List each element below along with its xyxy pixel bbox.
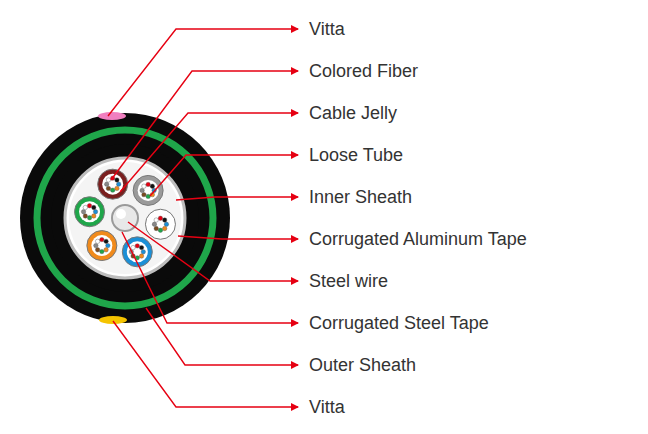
loose-tube <box>98 169 128 199</box>
colored-fiber <box>158 228 162 232</box>
cable-jelly <box>150 214 171 235</box>
colored-fiber <box>142 184 146 188</box>
colored-fiber <box>94 243 98 247</box>
leader-lines <box>108 29 298 407</box>
colored-fiber <box>139 254 143 258</box>
cable-jelly <box>127 241 148 262</box>
corrugated-steel-tape <box>37 130 213 306</box>
colored-fiber <box>146 182 150 186</box>
colored-fiber <box>87 204 91 208</box>
part-label: Steel wire <box>309 271 388 291</box>
colored-fiber <box>104 182 108 186</box>
colored-fiber <box>115 186 119 190</box>
colored-fiber <box>104 239 108 243</box>
colored-fiber <box>141 250 145 254</box>
colored-fiber <box>131 245 135 249</box>
colored-fiber <box>106 186 110 190</box>
part-label: Cable Jelly <box>309 103 397 123</box>
colored-fiber <box>104 248 108 252</box>
colored-fiber <box>106 178 110 182</box>
part-label: Colored Fiber <box>309 61 418 81</box>
part-label: Vitta <box>309 19 345 39</box>
colored-fiber <box>164 222 168 226</box>
colored-fiber <box>116 182 120 186</box>
colored-fiber <box>92 205 96 209</box>
colored-fiber <box>100 249 104 253</box>
loose-tube <box>75 197 105 227</box>
colored-fiber <box>93 210 97 214</box>
loose-tube <box>87 231 117 261</box>
colored-fiber <box>146 194 150 198</box>
colored-fiber <box>87 216 91 220</box>
colored-fiber <box>154 226 158 230</box>
part-label: Vitta <box>309 397 345 417</box>
colored-fiber <box>92 214 96 218</box>
colored-fiber <box>139 245 143 249</box>
part-label: Inner Sheath <box>309 187 412 207</box>
colored-fiber <box>158 216 162 220</box>
colored-fiber <box>81 210 85 214</box>
colored-fiber <box>83 214 87 218</box>
cable-jelly <box>91 235 112 256</box>
outer-sheath <box>20 113 230 323</box>
colored-fiber <box>154 218 158 222</box>
colored-fiber <box>83 205 87 209</box>
colored-fiber <box>95 239 99 243</box>
part-label: Loose Tube <box>309 145 403 165</box>
loose-tube <box>145 209 175 239</box>
vitta-pink <box>98 112 126 120</box>
cable-jelly <box>79 201 100 222</box>
colored-fiber <box>100 237 104 241</box>
colored-fiber <box>106 243 110 247</box>
steel-wire-shine <box>116 209 126 219</box>
colored-fiber <box>152 222 156 226</box>
colored-fiber <box>150 184 154 188</box>
colored-fiber <box>162 218 166 222</box>
colored-fiber <box>115 178 119 182</box>
part-label: Corrugated Steel Tape <box>309 313 489 333</box>
colored-fiber <box>95 248 99 252</box>
colored-fiber <box>140 188 144 192</box>
vitta-yellow <box>99 316 127 324</box>
colored-fiber <box>135 244 139 248</box>
colored-fiber <box>162 226 166 230</box>
part-label: Corrugated Aluminum Tape <box>309 229 527 249</box>
colored-fiber <box>142 192 146 196</box>
loose-tube <box>133 175 163 205</box>
part-label: Outer Sheath <box>309 355 416 375</box>
colored-fiber <box>110 188 114 192</box>
